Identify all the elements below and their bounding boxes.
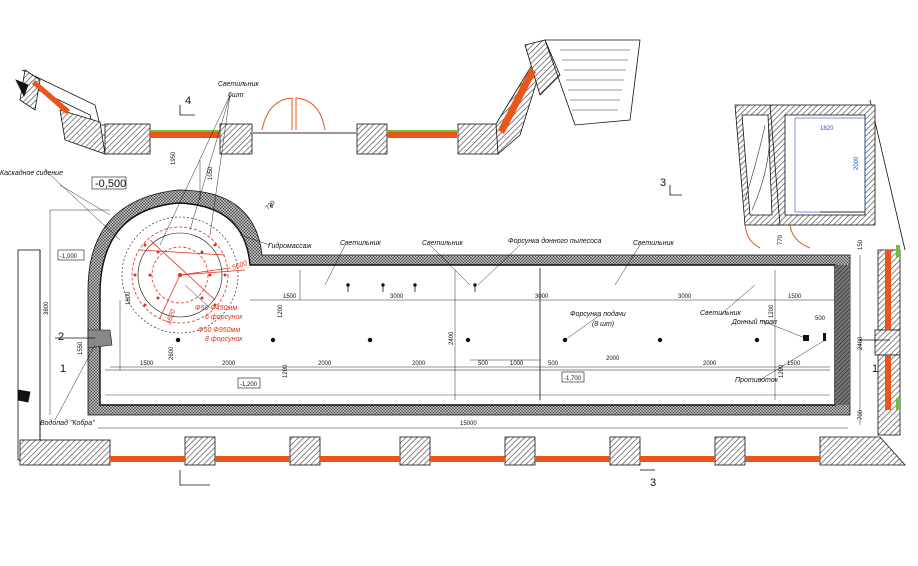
dim-2600: 2600 — [169, 346, 175, 360]
label-light-b: Светильник — [422, 240, 463, 247]
label-light-a: Светильник — [340, 240, 381, 247]
dim-1050: 1050 — [208, 166, 214, 180]
dim-500-b: 500 — [548, 361, 559, 367]
dim-1000: 1000 — [510, 361, 524, 367]
dim-720: 720 — [265, 200, 277, 212]
dim-2000-c: 2000 — [412, 361, 426, 367]
label-light-top: Светильник — [218, 81, 259, 88]
dim-1550: 1550 — [78, 341, 84, 355]
label-supply-count: (8 шт) — [592, 321, 614, 328]
dim-1200-c: 1200 — [769, 304, 775, 318]
dim-3000-c: 3000 — [678, 294, 692, 300]
dim-150: 150 — [858, 239, 864, 250]
dim-1500-b: 1500 — [788, 294, 802, 300]
section-1b: 1 — [872, 363, 878, 375]
dim-6: 6 — [270, 204, 274, 210]
side-room — [734, 104, 876, 226]
label-light-d: Светильник — [700, 310, 741, 317]
dim-1500-r: 1500 — [787, 361, 801, 367]
dim-15000: 15000 — [460, 421, 477, 427]
label-light-c: Светильник — [633, 240, 674, 247]
dim-770: 770 — [778, 234, 784, 245]
pool — [87, 189, 851, 416]
level-box-1700 — [561, 371, 585, 383]
label-bottom-drain: Донный трап — [731, 318, 777, 326]
dim-2400-b: 2400 — [858, 336, 864, 350]
dim-1820: 1820 — [820, 126, 834, 132]
label-supply-nozzle: Форсунка подачи — [570, 310, 626, 318]
dim-1200-a: 1200 — [278, 304, 284, 318]
entry-doors — [261, 97, 811, 249]
dim-1200-d: 1200 — [779, 364, 785, 378]
level-box-050 — [91, 176, 127, 190]
section-1: 1 — [60, 363, 66, 375]
dim-3000-b: 3000 — [535, 294, 549, 300]
label-level-1000: -1,000 — [60, 254, 78, 260]
dim-500-a: 500 — [478, 361, 489, 367]
pool-lights — [175, 333, 826, 343]
label-counter-current: Противоток — [735, 377, 779, 384]
dim-1200-b: 1200 — [283, 364, 289, 378]
dim-3800: 3800 — [44, 301, 50, 315]
label-nozzles-450-count: 6 форсунок — [205, 314, 243, 321]
dim-2000-e: 2000 — [703, 361, 717, 367]
dim-5600: 5600 — [231, 260, 248, 272]
section-3b: 3 — [650, 477, 656, 489]
section-markers — [55, 105, 890, 486]
level-box-1000 — [57, 249, 85, 261]
dim-2000-a: 2000 — [222, 361, 236, 367]
label-level-050: -0,500 — [95, 178, 126, 190]
dim-2000-d: 2000 — [606, 356, 620, 362]
label-hydromassage: Гидромассаж — [268, 242, 313, 250]
dim-500-c: 500 — [815, 316, 826, 322]
wall-lights — [346, 283, 477, 292]
section-4: 4 — [185, 95, 191, 107]
dim-700: 700 — [858, 409, 864, 420]
label-nozzles-950: Ф50 Ф950мм — [198, 327, 240, 334]
dim-2400-a: 2400 — [449, 331, 455, 345]
section-3: 3 — [660, 177, 666, 189]
dim-1600: 1600 — [126, 291, 132, 305]
hydromassage-nozzles — [133, 243, 227, 307]
dim-1620: 1620 — [165, 309, 177, 326]
dim-1950: 1950 — [171, 151, 177, 165]
level-box-1200 — [237, 377, 261, 389]
label-light-top-count: 6шт — [228, 92, 244, 99]
label-nozzles-950-count: 8 форсунок — [205, 336, 243, 343]
leader-lines — [44, 94, 826, 421]
dim-1500-a: 1500 — [283, 294, 297, 300]
dim-2000-b: 2000 — [318, 361, 332, 367]
label-cascade-seat: Каскадное сидение — [0, 169, 63, 177]
section-2: 2 — [58, 331, 64, 343]
hydromassage-zone — [131, 226, 246, 324]
dim-2000-v: 2000 — [854, 156, 860, 170]
label-waterfall: Водопад "Кобра" — [40, 419, 95, 427]
windows — [32, 68, 900, 462]
waterfall-cobra — [87, 329, 113, 349]
dim-1500-c: 1500 — [140, 361, 154, 367]
dim-3000-a: 3000 — [390, 294, 404, 300]
label-vacuum-nozzle: Форсунка донного пылесоса — [508, 237, 601, 245]
label-level-1200: -1,200 — [240, 382, 258, 388]
label-nozzles-450: Ф50 Ф450мм — [195, 305, 237, 312]
label-level-1700: -1,700 — [564, 376, 582, 382]
